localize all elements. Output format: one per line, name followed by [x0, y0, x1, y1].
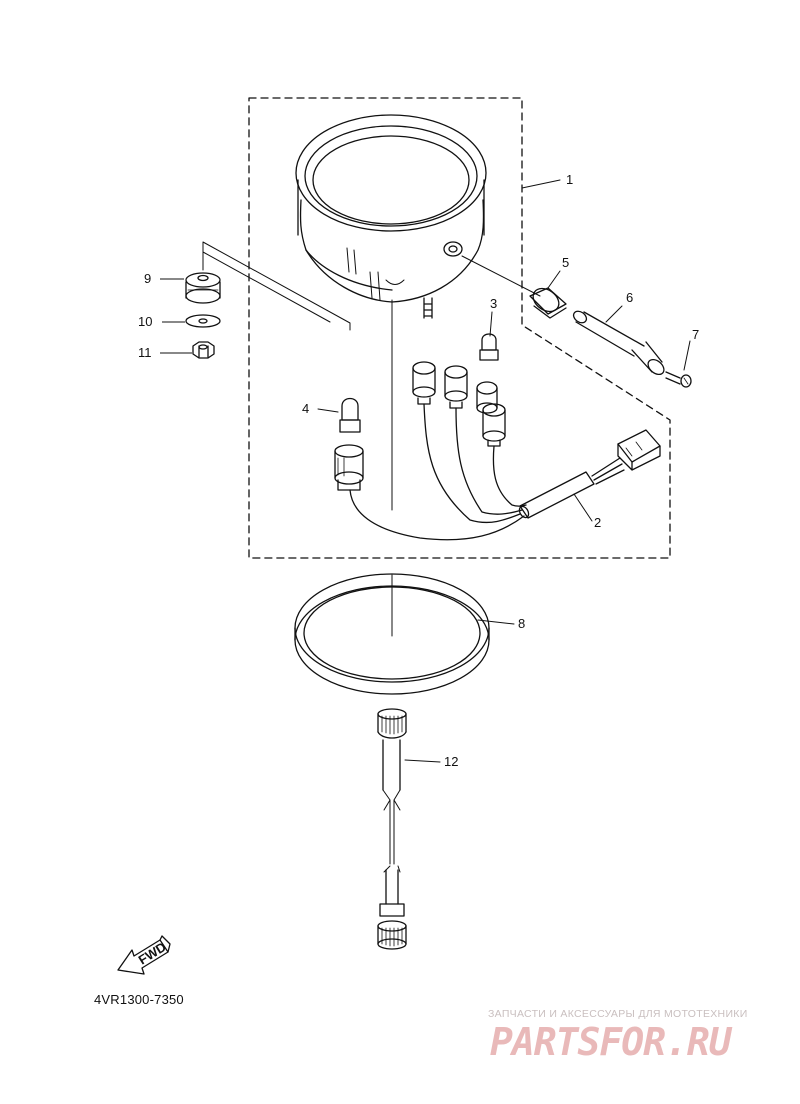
- screw: [665, 371, 692, 388]
- diagram-code: 4VR1300-7350: [94, 992, 184, 1007]
- watermark-logo: PARTSFOR.RU: [490, 1020, 732, 1064]
- meter-cable: [377, 708, 407, 950]
- watermark-tagline: ЗАПЧАСТИ И АКСЕССУАРЫ ДЛЯ МОТОТЕХНИКИ: [488, 1008, 748, 1020]
- callout-2: 2: [594, 515, 601, 530]
- callout-5: 5: [562, 255, 569, 270]
- socket-4: [334, 444, 364, 491]
- leader-lines: [202, 179, 691, 763]
- wiring-harness: [349, 403, 625, 541]
- callout-7: 7: [692, 327, 699, 342]
- grommet: [185, 272, 221, 304]
- nut: [192, 341, 215, 359]
- callout-4: 4: [302, 401, 309, 416]
- callout-1: 1: [566, 172, 573, 187]
- callout-12: 12: [444, 754, 458, 769]
- tube: [572, 310, 665, 376]
- connector: [617, 429, 661, 471]
- bulb-4: [339, 397, 361, 433]
- washer: [185, 314, 221, 328]
- callout-6: 6: [626, 290, 633, 305]
- callout-3: 3: [490, 296, 497, 311]
- assembly-boundary: [248, 97, 671, 559]
- callout-10: 10: [138, 314, 152, 329]
- gasket: [294, 573, 490, 695]
- fwd-arrow-icon: [117, 935, 171, 975]
- bulb-3: [479, 333, 499, 361]
- fwd-label: FWD: [136, 939, 169, 967]
- callout-9: 9: [144, 271, 151, 286]
- sleeve: [529, 287, 567, 319]
- meter-housing: [295, 114, 487, 319]
- callout-8: 8: [518, 616, 525, 631]
- callout-11: 11: [138, 345, 152, 360]
